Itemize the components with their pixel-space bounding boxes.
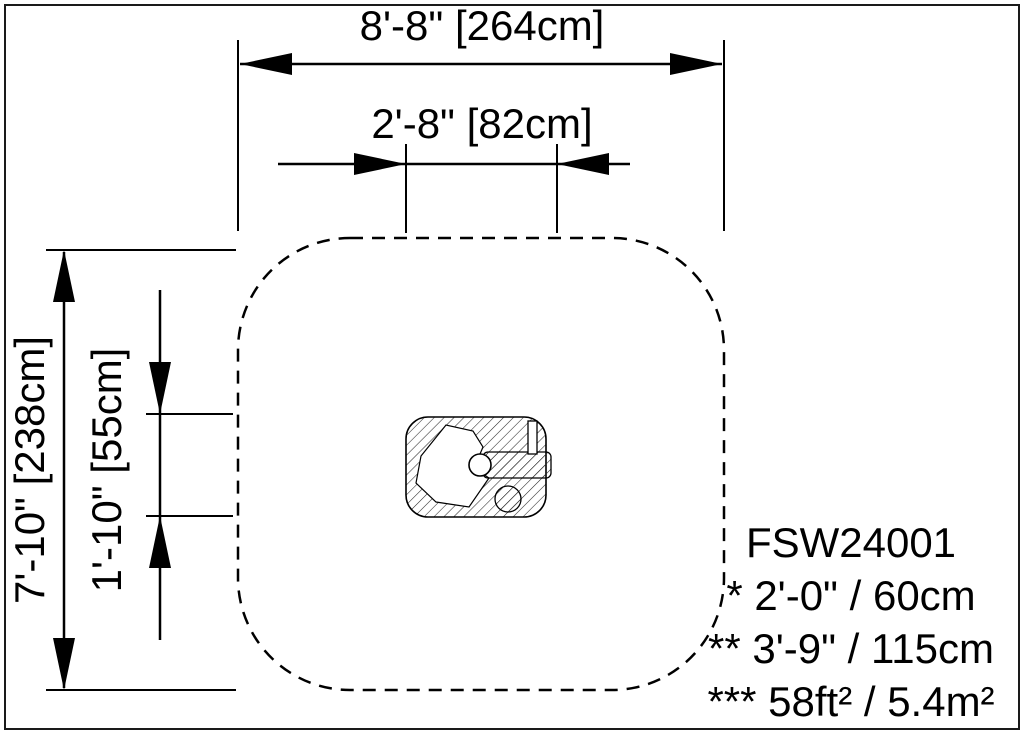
arrowhead-left-icon bbox=[240, 53, 292, 75]
dim-label-height-outer: 7'-10" [238cm] bbox=[6, 335, 53, 605]
equipment-footrest bbox=[494, 485, 522, 513]
arrowhead-up-icon bbox=[149, 516, 171, 568]
dim-label-width-inner: 2'-8" [82cm] bbox=[371, 100, 593, 147]
equipment-seat bbox=[482, 451, 552, 479]
dim-label-height-inner: 1'-10" [55cm] bbox=[83, 347, 130, 593]
arrowhead-up-icon bbox=[53, 250, 75, 302]
arrowhead-down-icon bbox=[53, 638, 75, 690]
note-equipment-height: ** 3'-9" / 115cm bbox=[708, 625, 994, 672]
note-fall-height: * 2'-0" / 60cm bbox=[726, 572, 976, 619]
safety-zone-outline bbox=[236, 236, 726, 692]
dim-width-outer bbox=[237, 40, 725, 231]
annotation-block: FSW24001 * 2'-0" / 60cm ** 3'-9" / 115cm… bbox=[686, 516, 1016, 728]
model-number: FSW24001 bbox=[745, 519, 957, 566]
dim-height-outer bbox=[46, 249, 236, 691]
arrowhead-left-icon bbox=[557, 153, 609, 175]
note-use-zone-area: *** 58ft² / 5.4m² bbox=[707, 678, 995, 725]
dim-height-inner bbox=[146, 290, 233, 640]
equipment-handle bbox=[527, 420, 538, 455]
equipment-spring bbox=[468, 453, 492, 477]
arrowhead-right-icon bbox=[670, 53, 722, 75]
dim-label-width-outer: 8'-8" [264cm] bbox=[359, 2, 605, 49]
dim-width-inner bbox=[278, 144, 630, 233]
arrowhead-right-icon bbox=[354, 153, 406, 175]
equipment-symbol bbox=[405, 416, 552, 518]
arrowhead-down-icon bbox=[149, 362, 171, 414]
